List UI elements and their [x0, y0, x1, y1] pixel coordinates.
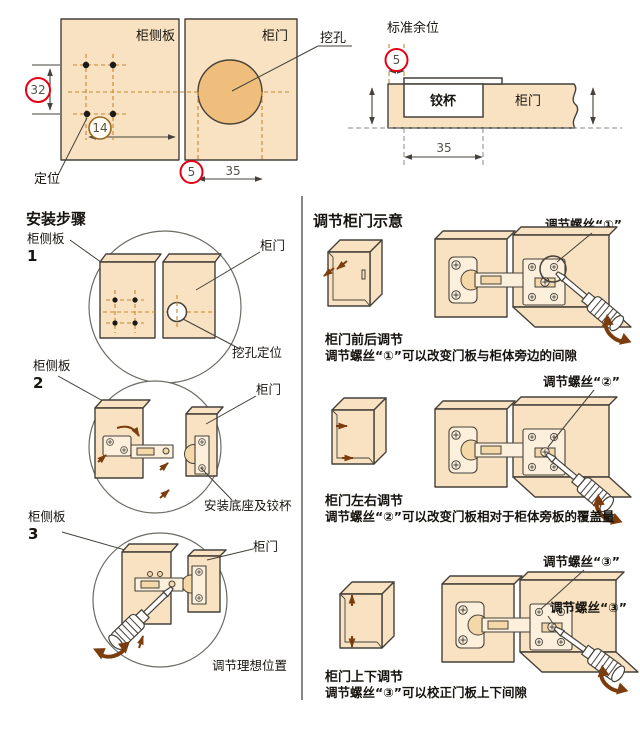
drilling-position-diagram: 柜侧板 柜门 32 14 定位 挖孔 35 5 — [25, 18, 352, 187]
dim-14-circle — [88, 116, 112, 140]
install-title: 安装步骤 — [26, 210, 86, 228]
attach-rotate-arrow — [116, 425, 140, 437]
dim-35-value: 35 — [225, 164, 240, 178]
cabinet-box — [339, 581, 395, 649]
cabinet-box — [331, 397, 387, 465]
clearance-section-diagram: 标准余位 5 铰杯 柜门 35 — [348, 20, 622, 168]
step3-panel-label: 柜侧板 — [28, 509, 66, 524]
screw-position-dot — [83, 110, 91, 118]
door-handle — [361, 269, 366, 280]
step-1: 柜侧板 1 柜门 挖孔定位 — [27, 230, 285, 384]
screw-position-dot — [82, 61, 90, 69]
drill-hole-label: 挖孔 — [320, 31, 346, 46]
step1-note: 挖孔定位 — [232, 345, 282, 360]
door-label: 柜门 — [262, 29, 288, 44]
step1-panel-label: 柜侧板 — [27, 231, 65, 246]
cabinet-box — [327, 239, 383, 307]
dim-32-value: 32 — [30, 83, 45, 97]
row1-desc: 调节螺丝“①”可以改变门板与柜体旁边的间隙 — [325, 348, 578, 363]
drill-hole-leader — [231, 45, 319, 92]
adjust-section: 调节柜门示意 调节螺丝“①” 柜门前后调节 调节螺丝“①”可以改变门板与柜体旁边… — [313, 212, 638, 700]
dim-5-circle — [179, 160, 204, 184]
step1-number: 1 — [27, 247, 37, 265]
screw-position-dot — [109, 61, 117, 69]
install-steps-section: 安装步骤 柜侧板 1 柜门 挖孔定位 — [26, 210, 292, 673]
side-panel-label: 柜侧板 — [136, 29, 175, 44]
clearance-title: 标准余位 — [387, 20, 439, 36]
step2-panel-label: 柜侧板 — [33, 358, 71, 373]
row2-desc: 调节螺丝“②”可以改变门板相对于柜体旁板的覆盖量 — [325, 509, 615, 524]
edge-gap-circle — [384, 48, 409, 72]
dim-5-value: 5 — [188, 165, 196, 179]
adjust-row-3: 调节螺丝“③” 调节螺丝“③” 柜门上下调节 调节螺丝“③”可以校正门板上下间隙 — [324, 554, 638, 700]
screw-position-dot — [109, 110, 117, 118]
cup-width-value: 35 — [436, 141, 451, 155]
step-3: 柜侧板 3 柜门 调节理想位置 — [28, 509, 287, 673]
dim-32-circle — [25, 77, 51, 103]
step3-number: 3 — [28, 525, 38, 543]
step3-note: 调节理想位置 — [212, 658, 287, 673]
adjust-row-1: 调节螺丝“①” 柜门前后调节 调节螺丝“①”可以改变门板与柜体旁边的间隙 — [323, 217, 638, 363]
step2-note: 安装底座及铰杯 — [204, 498, 292, 513]
step2-door-label: 柜门 — [256, 382, 281, 397]
dim-14-value: 14 — [92, 121, 107, 135]
row1-heading: 柜门前后调节 — [324, 332, 403, 348]
step1-door-label: 柜门 — [260, 238, 285, 253]
screw3-label-2: 调节螺丝“③” — [550, 600, 627, 615]
hinge-cup — [403, 83, 484, 118]
hinge-cup-label: 铰杯 — [430, 93, 457, 109]
step3-door-label: 柜门 — [253, 539, 278, 554]
cup-hole — [197, 59, 263, 125]
hinge-flange — [403, 77, 503, 85]
hinge-illustration — [435, 397, 631, 497]
step-2: 柜侧板 2 柜门 安装底座及铰杯 — [33, 358, 292, 514]
row3-desc: 调节螺丝“③”可以校正门板上下间隙 — [325, 685, 528, 700]
edge-gap-value: 5 — [393, 53, 401, 67]
adjust-row-2: 调节螺丝“②” 柜门左右调节 调节螺丝“②”可以改变门板相对于柜体旁板的覆盖量 — [324, 374, 631, 532]
row2-heading: 柜门左右调节 — [324, 493, 403, 509]
row3-heading: 柜门上下调节 — [324, 669, 403, 685]
screw1-highlight-circle — [539, 255, 567, 283]
step2-number: 2 — [33, 374, 43, 392]
locate-label: 定位 — [34, 172, 60, 187]
screw3-label: 调节螺丝“③” — [543, 554, 620, 569]
adjust-title: 调节柜门示意 — [313, 212, 403, 230]
door-section-label: 柜门 — [515, 94, 541, 109]
locate-leader — [57, 117, 88, 176]
screw2-label: 调节螺丝“②” — [543, 374, 620, 389]
